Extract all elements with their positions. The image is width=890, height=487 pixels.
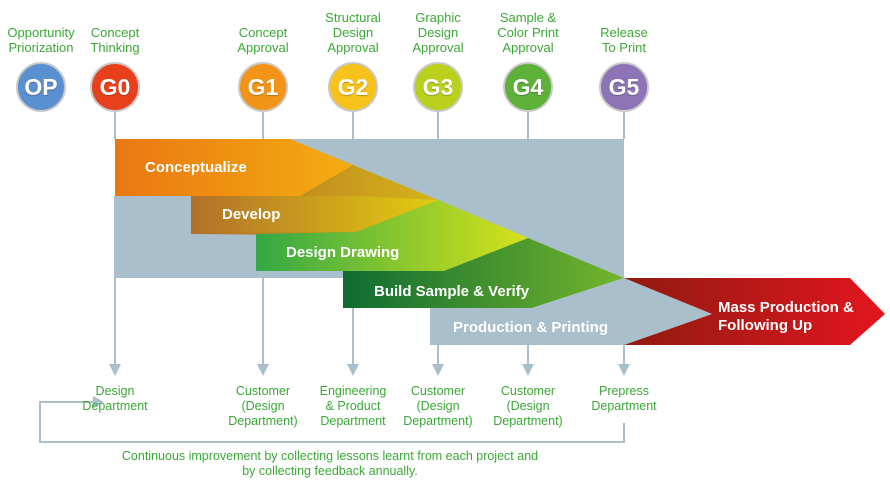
- phase-label-production: Production & Printing: [453, 319, 608, 336]
- gate-op-circle: OP: [16, 62, 66, 112]
- gate-g3-circle: G3: [413, 62, 463, 112]
- dept-label-customer-3: Customer (Design Department): [493, 384, 563, 428]
- dept-label-customer-1: Customer (Design Department): [228, 384, 298, 428]
- phase-label-conceptualize: Conceptualize: [145, 159, 247, 176]
- phase-label-mass-production: Mass Production & Following Up: [718, 299, 854, 334]
- dept-label-prepress: Prepress Department: [591, 384, 657, 413]
- phase-mass-production: [624, 278, 885, 345]
- arrowhead-customer-2: [432, 364, 444, 376]
- gate-g5-circle: G5: [599, 62, 649, 112]
- phase-develop-main: [191, 196, 438, 232]
- phase-label-design-drawing: Design Drawing: [286, 244, 400, 261]
- gate-g4-circle: G4: [503, 62, 553, 112]
- gate-label-g2: Structural Design Approval: [325, 10, 381, 55]
- dept-label-design: Design Department: [82, 384, 148, 413]
- arrowhead-design: [109, 364, 121, 376]
- arrowhead-customer-3: [522, 364, 534, 376]
- gate-label-g3: Graphic Design Approval: [412, 10, 464, 55]
- phase-design-drawing: [256, 200, 528, 271]
- gate-label-g1: Concept Approval: [237, 25, 289, 55]
- feedback-loop: [39, 401, 625, 443]
- gate-label-op: Opportunity Priorization: [7, 25, 75, 55]
- gate-g0-circle: G0: [90, 62, 140, 112]
- phase-label-develop: Develop: [222, 206, 281, 223]
- dept-label-customer-2: Customer (Design Department): [403, 384, 473, 428]
- arrowhead-feedback: [93, 396, 104, 408]
- arrowhead-customer-1: [257, 364, 269, 376]
- arrowhead-engineering: [347, 364, 359, 376]
- phase-label-build-sample: Build Sample & Verify: [374, 283, 530, 300]
- gate-g1-circle: G1: [238, 62, 288, 112]
- dept-label-engineering: Engineering & Product Department: [319, 384, 387, 428]
- gate-g2-circle: G2: [328, 62, 378, 112]
- arrowhead-prepress: [618, 364, 630, 376]
- gate-label-g5: Release To Print: [600, 25, 648, 55]
- phase-build-sample: [343, 238, 624, 308]
- footer-note: Continuous improvement by collecting les…: [121, 449, 539, 478]
- gate-label-g0: Concept Thinking: [90, 25, 140, 55]
- gate-label-g4: Sample & Color Print Approval: [497, 10, 559, 55]
- phase-production: [430, 278, 712, 345]
